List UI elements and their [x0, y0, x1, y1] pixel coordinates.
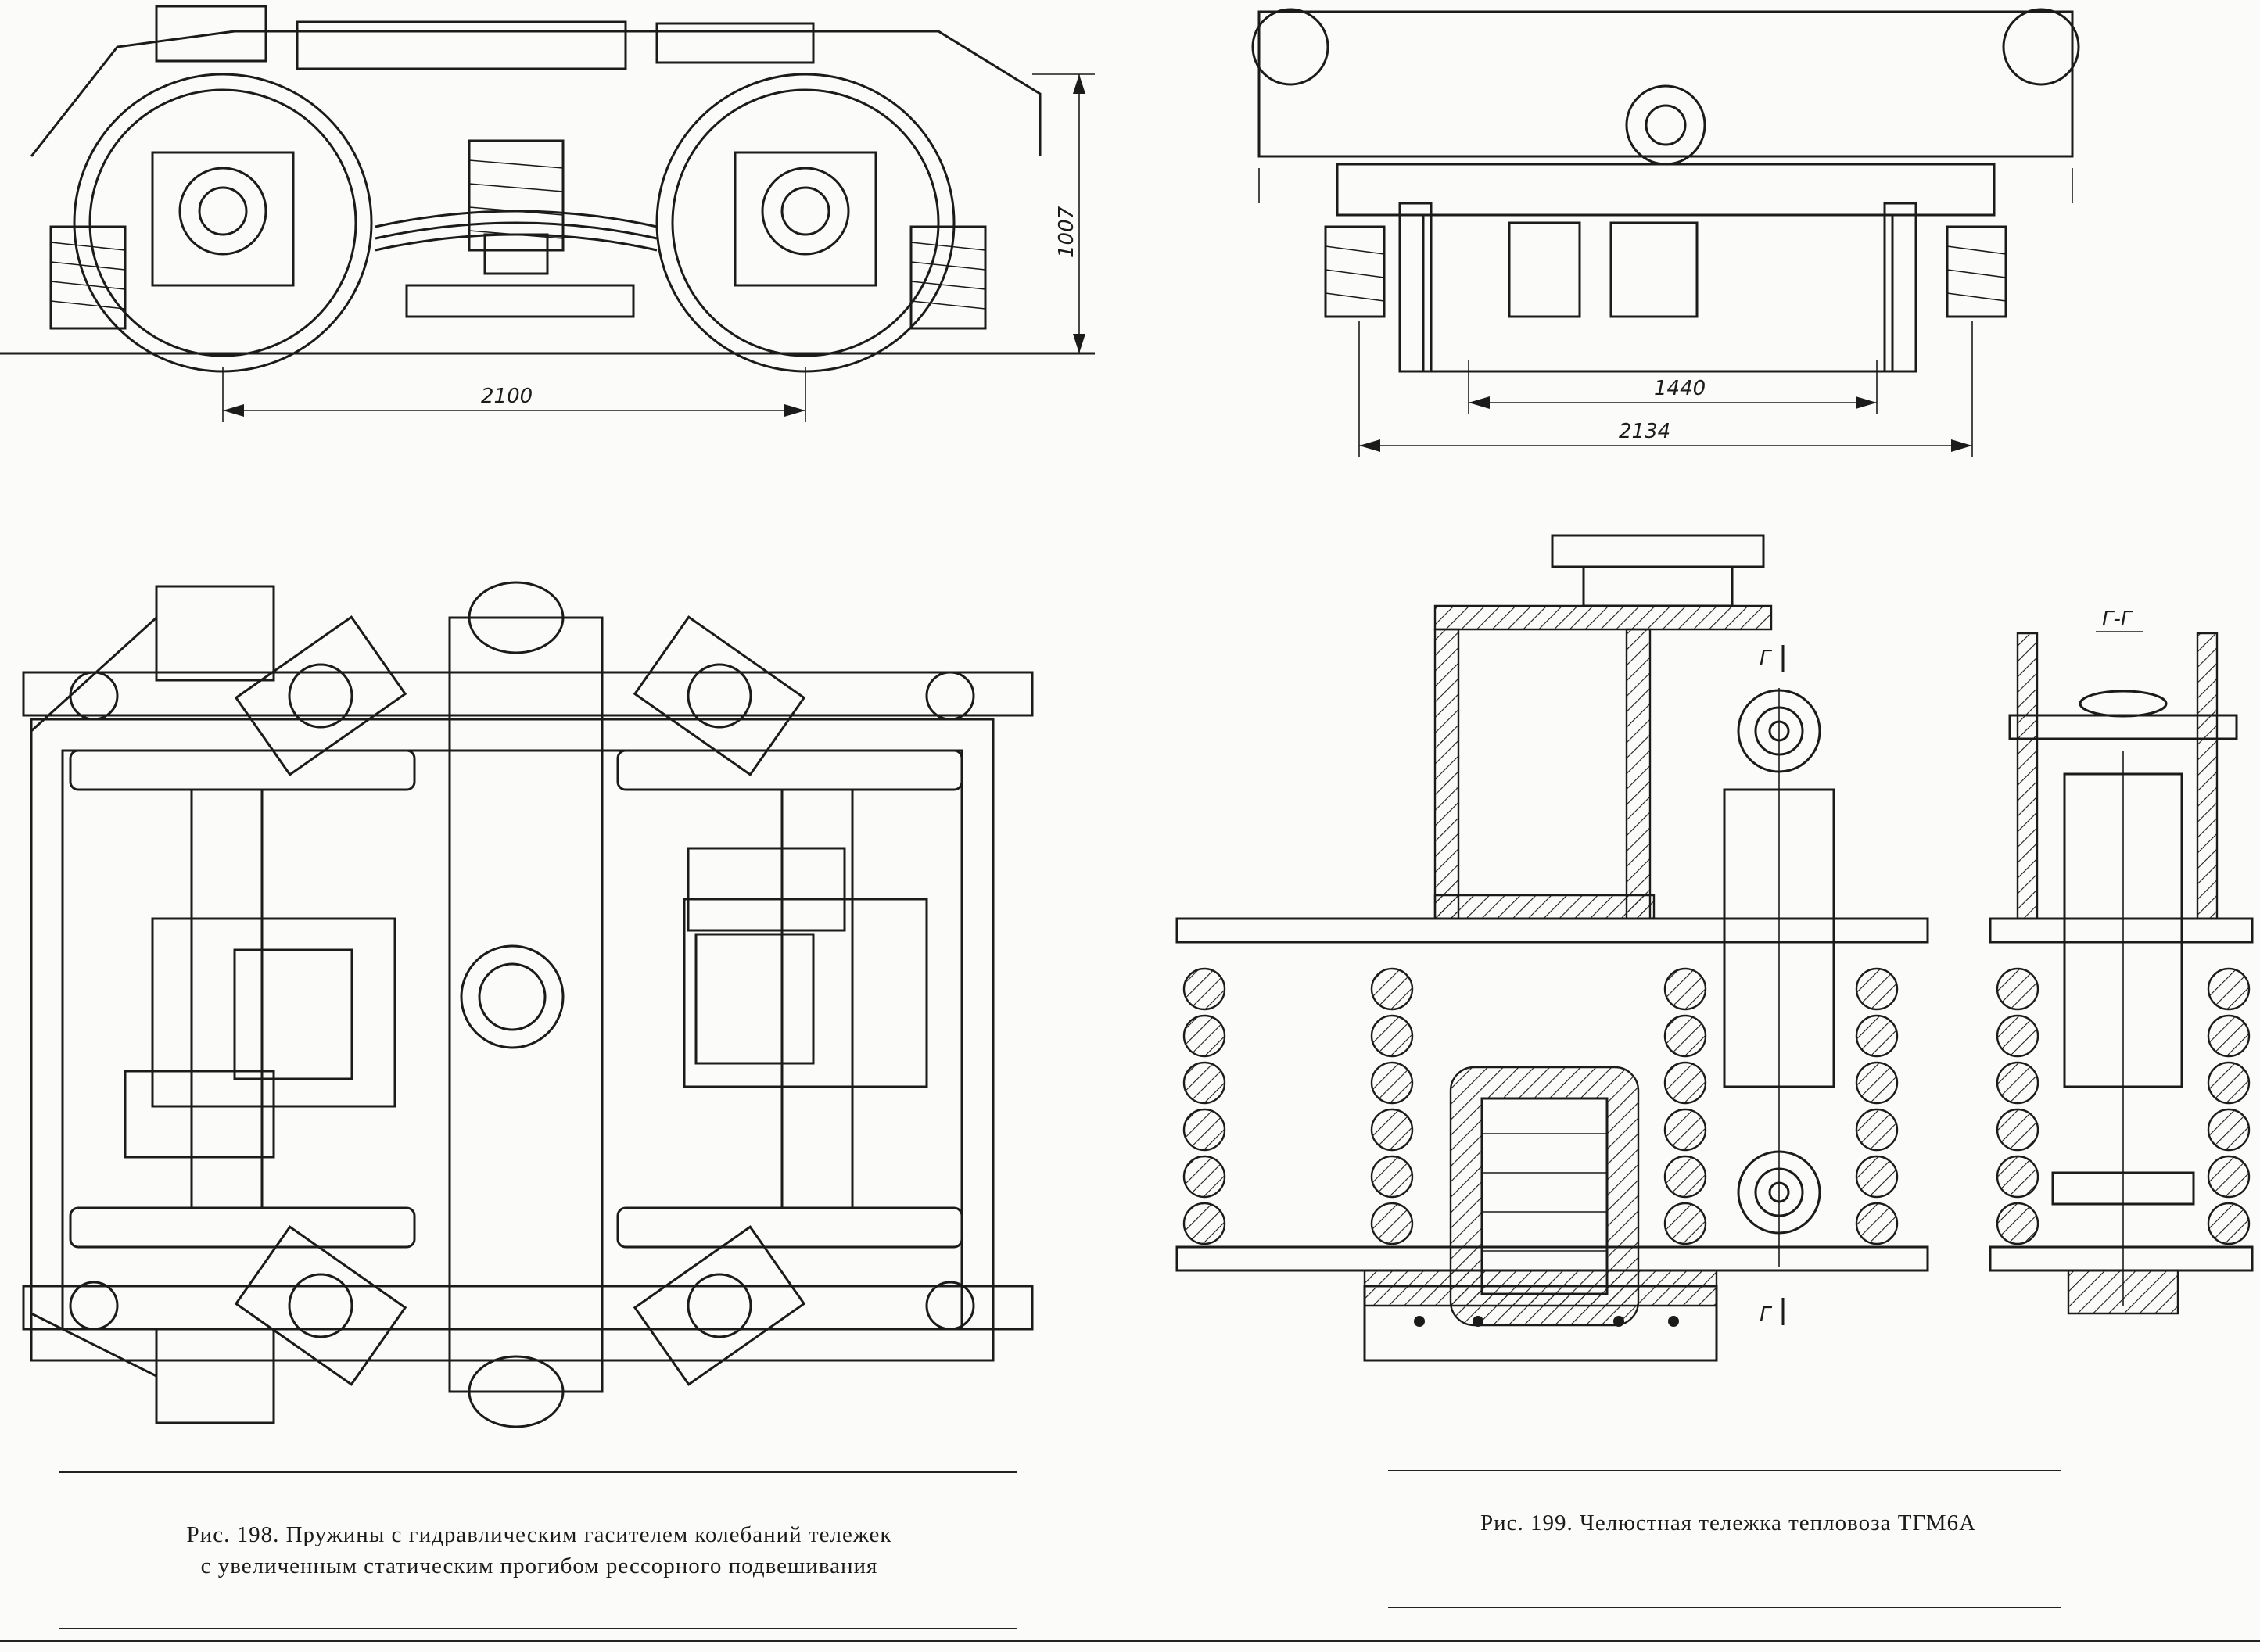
page-bottom-rule: [0, 1640, 2260, 1642]
lower-axle-pin: [1365, 1286, 1717, 1360]
fig198-rule-bottom: [59, 1628, 1017, 1629]
hydraulic-damper: [1724, 688, 1834, 1267]
dim-height-label: 1007: [1055, 206, 1078, 258]
plan-axlebox-bottom-right: [635, 1227, 804, 1385]
fig199-caption: Рис. 199. Челюстная тележка тепловоза ТГ…: [1480, 1510, 1977, 1536]
dim-track-label: 1440: [1654, 377, 1706, 400]
plan-center-pivot: [461, 946, 563, 1048]
end-view-spring-right: [1947, 227, 2006, 317]
fig198-caption-line2: с увеличенным статическим прогибом рессо…: [200, 1553, 878, 1579]
plan-wheel-right-bottom: [618, 1208, 962, 1247]
plan-wheel-right-top: [618, 751, 962, 790]
bolster-left-wall: [1435, 629, 1458, 919]
plan-axle-right: [782, 790, 852, 1208]
plan-brake-cylinder-top: [156, 586, 274, 680]
gg-right-wall: [2197, 633, 2217, 919]
frame-top-equipment: [297, 22, 626, 69]
spring-seat: [1365, 1270, 1717, 1306]
fig198-rule-top: [59, 1471, 1017, 1473]
bolster-top-wall: [1435, 606, 1771, 629]
plan-axlebox-bottom-left: [236, 1227, 405, 1385]
end-view-spring-left: [1326, 227, 1384, 317]
plan-axle-left: [192, 790, 262, 1208]
brake-cylinder: [657, 23, 813, 63]
section-mark-top: Г: [1760, 647, 1773, 670]
plan-wheel-left-bottom: [70, 1208, 414, 1247]
end-view-pulley-right: [2004, 9, 2079, 84]
coil-spring-left: [1184, 969, 1412, 1244]
plan-wheel-left-top: [70, 751, 414, 790]
section-gg-label: Г-Г: [2102, 607, 2134, 631]
fig199-rule-top: [1388, 1470, 2061, 1471]
end-view-wheel-right: [1885, 203, 1916, 371]
end-view-center-pivot: [1627, 86, 1705, 164]
end-view-crossbeam: [1337, 164, 1994, 215]
fig199-rule-bottom: [1388, 1607, 2061, 1608]
gg-left-wall: [2018, 633, 2037, 919]
end-view-pulley-left: [1253, 9, 1328, 84]
spring-right-outer: [911, 227, 985, 328]
wheel-left: [74, 74, 371, 371]
fig198-caption-line1: Рис. 198. Пружины с гидравлическим гасит…: [186, 1522, 892, 1547]
plan-top-sidebar: [23, 672, 1032, 715]
spring-top-plate: [1177, 919, 1928, 942]
plan-axlebox-top-right: [635, 617, 804, 775]
bogie-end-view: 1440 2134: [1253, 9, 2079, 457]
plan-frame-outer: [31, 719, 993, 1360]
axlebox-right: [735, 152, 876, 285]
bogie-side-view: 1007 2100: [0, 6, 1095, 422]
bogie-plan-view: [23, 582, 1032, 1427]
traction-motor-housing: [156, 6, 266, 61]
plan-motor-right: [684, 899, 927, 1087]
section-mark-bottom: Г: [1760, 1303, 1773, 1327]
wheel-right: [657, 74, 954, 371]
axlebox-left: [152, 152, 293, 285]
gg-lower-pin: [2053, 1173, 2194, 1204]
coil-spring-right: [1665, 969, 1897, 1244]
gg-coil-spring: [1997, 969, 2249, 1244]
dim-wheelbase-label: 2100: [481, 385, 533, 408]
plan-brake-cylinder-bottom: [156, 1329, 274, 1423]
lower-link: [407, 285, 633, 317]
dim-width-label: 2134: [1619, 420, 1670, 443]
end-view-frame: [1259, 12, 2072, 156]
leaf-spring: [375, 211, 657, 227]
end-view-gearbox: [1423, 215, 1892, 371]
bolster-top-plate: [1552, 536, 1763, 567]
section-g-g-view: Г-Г: [1990, 607, 2252, 1313]
spring-left-outer: [51, 227, 125, 328]
frame-outline: [31, 31, 1040, 156]
plan-gearbox-right: [688, 848, 845, 930]
damper-section-view: Г Г: [1177, 536, 1928, 1360]
gg-spring-top-plate: [1990, 919, 2252, 942]
plan-bottom-sidebar: [23, 1286, 1032, 1329]
plan-gearbox-left: [125, 1071, 274, 1157]
plan-axlebox-top-left: [236, 617, 405, 775]
plan-center-bolster: [450, 618, 602, 1392]
end-view-wheel-left: [1400, 203, 1431, 371]
gg-spring-bottom-plate: [1990, 1247, 2252, 1270]
gg-spring-seat: [2068, 1270, 2178, 1313]
